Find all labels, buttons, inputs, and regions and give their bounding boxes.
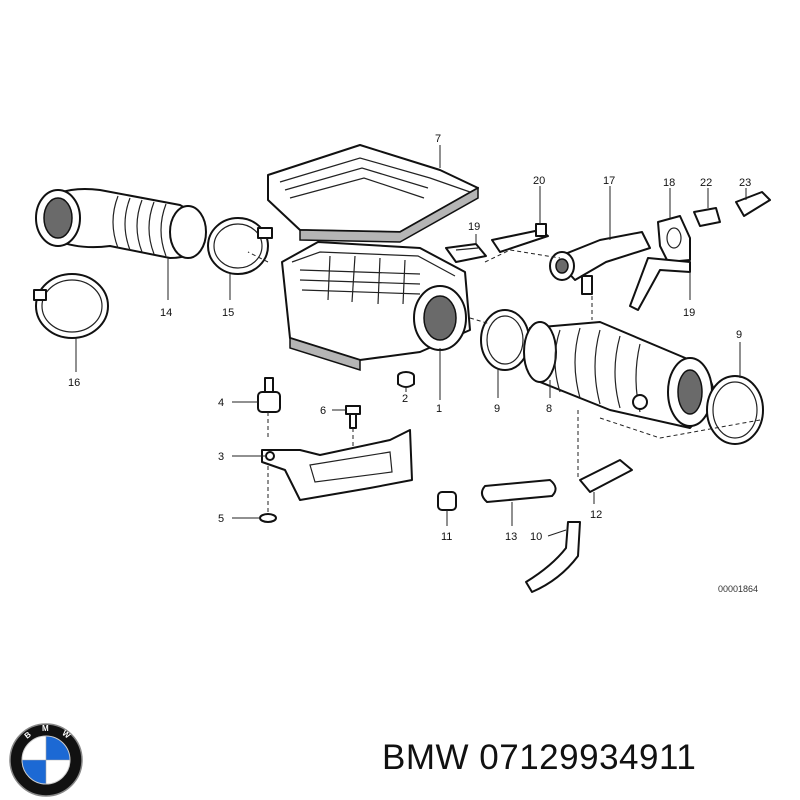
label-6: 6 xyxy=(320,405,326,417)
brand-name: BMW xyxy=(382,738,470,777)
part-13-hose xyxy=(481,479,557,503)
part-9-clamp-left xyxy=(480,309,530,371)
part-12-hose xyxy=(579,459,633,493)
bmw-roundel-logo: B M W xyxy=(9,723,83,797)
label-18: 18 xyxy=(663,177,675,189)
part-14-intake-duct xyxy=(35,188,207,259)
part-23-boot xyxy=(735,191,771,217)
label-1: 1 xyxy=(436,403,442,415)
label-10: 10 xyxy=(530,531,542,543)
label-4: 4 xyxy=(218,397,224,409)
svg-text:W: W xyxy=(60,729,72,741)
label-3: 3 xyxy=(218,451,224,463)
part-4-rubber-mount xyxy=(257,377,281,413)
label-11: 11 xyxy=(441,531,452,543)
label-17: 17 xyxy=(603,175,615,187)
label-16: 16 xyxy=(68,377,80,389)
part-22-plug xyxy=(693,207,721,227)
label-19: 19 xyxy=(683,307,695,319)
part-caption: BMW 07129934911 xyxy=(382,738,696,778)
assembly-lines xyxy=(247,249,761,512)
label-23: 23 xyxy=(739,177,751,189)
part-11-grommet xyxy=(437,491,457,511)
part-18-bracket xyxy=(657,215,691,263)
part-3-bracket xyxy=(261,429,413,501)
part-number: 07129934911 xyxy=(479,738,697,777)
part-8-air-boot xyxy=(523,321,715,429)
label-12: 12 xyxy=(590,509,602,521)
part-9-clamp-right xyxy=(706,375,764,445)
label-8: 8 xyxy=(546,403,552,415)
label-2: 2 xyxy=(402,393,408,405)
drawing-code: 00001864 xyxy=(718,584,758,594)
label-9-right: 9 xyxy=(736,329,742,341)
part-17-valve xyxy=(549,231,651,295)
label-9-left: 9 xyxy=(494,403,500,415)
svg-text:M: M xyxy=(42,724,49,733)
part-16-clamp xyxy=(33,273,109,339)
label-21: 20 xyxy=(533,175,545,187)
callouts: 7 1 2 4 6 3 5 14 15 16 9 8 9 20 19 17 18 xyxy=(68,133,758,594)
label-15: 15 xyxy=(222,307,234,319)
part-7-filter-cover xyxy=(267,144,479,243)
svg-text:B: B xyxy=(23,730,33,741)
part-1-filter-housing xyxy=(281,241,471,372)
label-20: 19 xyxy=(468,221,480,233)
part-20-connector xyxy=(445,243,487,263)
part-19-strap xyxy=(629,257,691,311)
part-15-clamp xyxy=(207,217,273,275)
label-13: 13 xyxy=(505,531,517,543)
part-10-hose xyxy=(525,521,581,593)
part-5-washer xyxy=(259,513,277,523)
label-7: 7 xyxy=(435,133,441,145)
label-5: 5 xyxy=(218,513,224,525)
part-21-nozzle xyxy=(491,223,549,253)
label-14: 14 xyxy=(160,307,172,319)
part-2-grommet xyxy=(397,371,415,388)
part-6-bolt xyxy=(345,405,361,429)
label-22: 22 xyxy=(700,177,712,189)
